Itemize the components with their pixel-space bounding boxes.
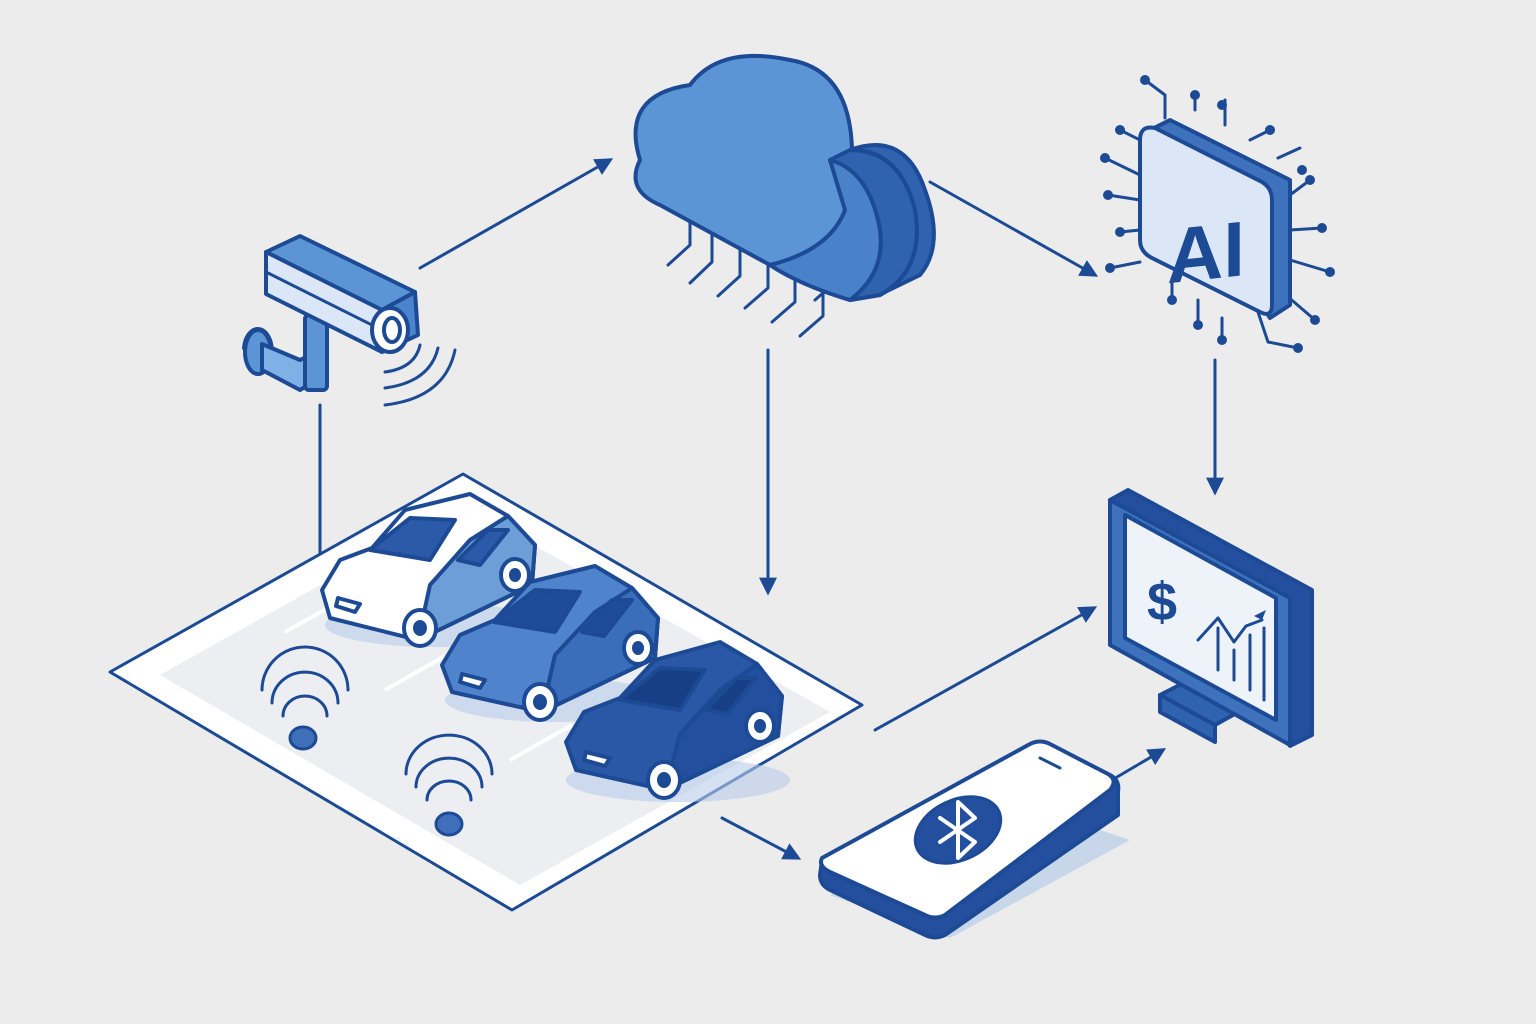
arrow-parking-to-monitor: [873, 606, 1098, 732]
ai-chip-icon: AI: [1100, 75, 1335, 353]
car-icon: [320, 492, 545, 648]
connection-arrows: [318, 158, 1224, 860]
wifi-signal-icon: [404, 733, 494, 837]
arrow-phone-to-monitor: [1110, 748, 1167, 782]
bluetooth-icon: [913, 795, 1003, 865]
trend-chart-icon: [1196, 610, 1266, 702]
arrow-parking-to-phone: [720, 816, 802, 860]
arrow-camera-to-cloud: [418, 158, 614, 270]
cloud-icon: [633, 53, 936, 338]
arrow-cloud-to-ai: [928, 180, 1099, 277]
car-icon: [564, 640, 790, 802]
security-camera-icon: [242, 234, 457, 407]
ai-chip-label: AI: [1167, 204, 1245, 300]
dollar-icon: $: [1147, 572, 1177, 632]
wifi-signal-icon: [260, 645, 350, 751]
monitor-icon: $: [1108, 488, 1314, 748]
parking-lot-icon: [108, 472, 864, 912]
signal-waves-icon: [383, 343, 457, 407]
smartphone-icon: [818, 739, 1130, 940]
